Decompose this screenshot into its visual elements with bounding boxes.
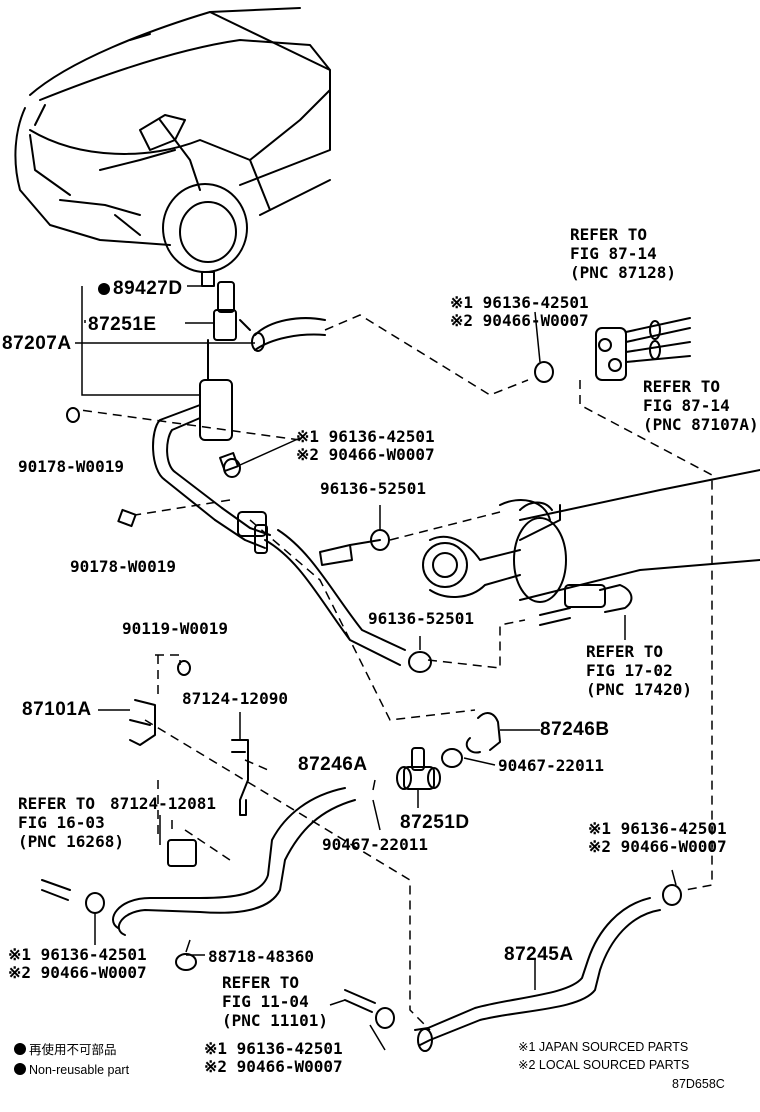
connector-block-87128 — [595, 317, 691, 381]
label-87251d: 87251D — [400, 812, 470, 833]
ref-11101-line2: FIG 11-04 — [222, 992, 309, 1011]
clamp-label-c4-jp: ※1 96136-42501 — [8, 945, 147, 964]
legend-text-jp: 再使用不可部品 — [29, 1043, 117, 1057]
canister-assembly — [319, 469, 760, 626]
label-90119-w0019: 90119-W0019 — [122, 619, 228, 638]
label-96136-52501-b: 96136-52501 — [368, 609, 474, 628]
figure-code: 87D658C — [672, 1077, 725, 1091]
ref-16268-line3: (PNC 16268) — [18, 832, 124, 851]
label-87245a: 87245A — [504, 944, 574, 965]
ref-17420-line1: REFER TO — [586, 642, 664, 661]
label-88718-48360: 88718-48360 — [208, 947, 314, 966]
ref-87107a-line1: REFER TO — [643, 377, 721, 396]
clamp-87124-12090 — [231, 739, 249, 816]
clamp-label-c2-local: ※2 90466-W0007 — [296, 445, 435, 464]
ref-17420-line3: (PNC 17420) — [586, 680, 692, 699]
label-87246a: 87246A — [298, 754, 368, 775]
ref-11101-line1: REFER TO — [222, 973, 300, 992]
label-90178-w0019-a: 90178-W0019 — [18, 457, 124, 476]
ref-16268-line2: FIG 16-03 — [18, 813, 105, 832]
ref-16268-line1: REFER TO — [18, 794, 96, 813]
label-87124-12081: 87124-12081 — [110, 794, 216, 813]
car-outline-illustration — [14, 7, 331, 273]
clamp-label-c3-jp: ※1 96136-42501 — [588, 819, 727, 838]
clamp-label-c2-jp: ※1 96136-42501 — [296, 427, 435, 446]
ref-11101-line3: (PNC 11101) — [222, 1011, 328, 1030]
non-reusable-dot-icon — [14, 1063, 26, 1075]
label-87101a: 87101A — [22, 699, 92, 720]
ref-87107a-line2: FIG 87-14 — [643, 396, 730, 415]
clamp-label-c1-local: ※2 90466-W0007 — [450, 311, 589, 330]
bracket-87101a — [129, 699, 156, 746]
note-japan-sourced: ※1 JAPAN SOURCED PARTS — [518, 1040, 689, 1054]
label-90467-22011-b: 90467-22011 — [498, 756, 604, 775]
label-87207a: 87207A — [2, 333, 72, 354]
ref-87128-line3: (PNC 87128) — [570, 263, 676, 282]
legend-non-reusable-jp: 再使用不可部品 — [14, 1043, 117, 1058]
note-local-sourced: ※2 LOCAL SOURCED PARTS — [518, 1058, 690, 1072]
non-reusable-dot-icon — [14, 1043, 26, 1055]
ref-87107a-line3: (PNC 87107A) — [643, 415, 759, 434]
ref-87128-line2: FIG 87-14 — [570, 244, 657, 263]
label-87251e: 87251E — [88, 314, 157, 335]
legend-text-en: Non-reusable part — [29, 1063, 130, 1077]
clamp-label-c1-jp: ※1 96136-42501 — [450, 293, 589, 312]
label-90467-22011-a: 90467-22011 — [322, 835, 428, 854]
clamp-label-c4-local: ※2 90466-W0007 — [8, 963, 147, 982]
label-87124-12090: 87124-12090 — [182, 689, 288, 708]
label-89427d: 89427D — [98, 278, 183, 299]
clamp-label-c3-local: ※2 90466-W0007 — [588, 837, 727, 856]
hoses-lower — [112, 787, 661, 1052]
hoses-upper — [66, 404, 406, 666]
ref-17420-line2: FIG 17-02 — [586, 661, 673, 680]
legend-non-reusable-en: Non-reusable part — [14, 1063, 129, 1078]
clamp-label-c5-local: ※2 90466-W0007 — [204, 1057, 343, 1076]
label-87246b: 87246B — [540, 719, 610, 740]
label-96136-52501-a: 96136-52501 — [320, 479, 426, 498]
connector-87251d — [396, 747, 463, 790]
non-reusable-dot-icon — [98, 283, 110, 295]
ref-87128-line1: REFER TO — [570, 225, 648, 244]
clamp-label-c5-jp: ※1 96136-42501 — [204, 1039, 343, 1058]
part-number: 89427D — [113, 278, 183, 299]
label-90178-w0019-b: 90178-W0019 — [70, 557, 176, 576]
valve-assembly — [199, 271, 326, 441]
